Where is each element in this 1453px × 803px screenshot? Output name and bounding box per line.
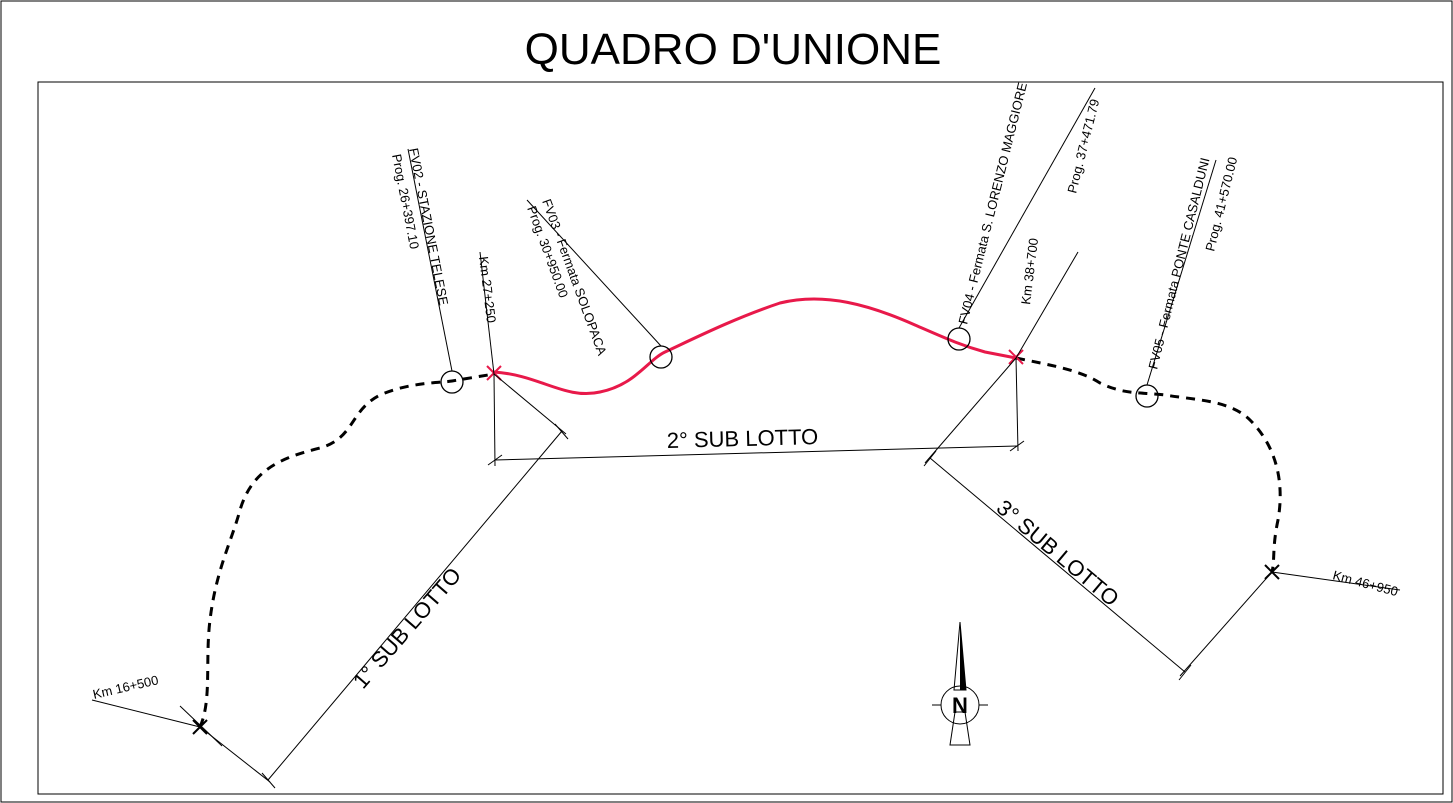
route-third-sublot [1015, 356, 1282, 573]
label-first-sublot: 1° SUB LOTTO [348, 563, 466, 694]
km-second-start-label: Km 27+250 [476, 256, 499, 324]
dimension-third-sublot [923, 357, 1273, 681]
drawing-title: QUADRO D'UNIONE [525, 25, 942, 74]
label-second-sublot: 2° SUB LOTTO [666, 424, 818, 453]
station-fv05-name: FV05 - Fermata PONTE CASALDUNI [1145, 156, 1212, 371]
km-end-label: Km 46+950 [1331, 567, 1399, 599]
km-start-label: Km 16+500 [91, 672, 160, 702]
station-fv02-leader [407, 148, 453, 372]
station-fv04-prog: Prog. 37+471.79 [1064, 97, 1102, 194]
station-fv05-leader [1146, 159, 1217, 386]
station-fv05-marker [1135, 384, 1159, 408]
km-27-leader [479, 251, 495, 375]
km-46-leader [1271, 571, 1401, 591]
north-arrow-icon: N [932, 621, 988, 746]
km-16-leader [91, 699, 201, 728]
station-fv03-marker [649, 345, 673, 369]
dimension-second-sublot [487, 357, 1025, 467]
north-letter: N [952, 693, 968, 718]
station-fv03-leader [526, 199, 662, 347]
km-marker-cross-38 [1008, 349, 1024, 365]
station-fv04-leader [958, 87, 1096, 329]
inner-frame [37, 81, 1444, 795]
route-second-sublot [493, 297, 1017, 395]
km-38-leader [1015, 251, 1079, 359]
label-third-sublot: 3° SUB LOTTO [992, 495, 1124, 611]
route-first-sublot [198, 372, 495, 728]
km-second-end-label: Km 38+700 [1018, 237, 1041, 305]
dimension-first-sublot [179, 373, 569, 789]
